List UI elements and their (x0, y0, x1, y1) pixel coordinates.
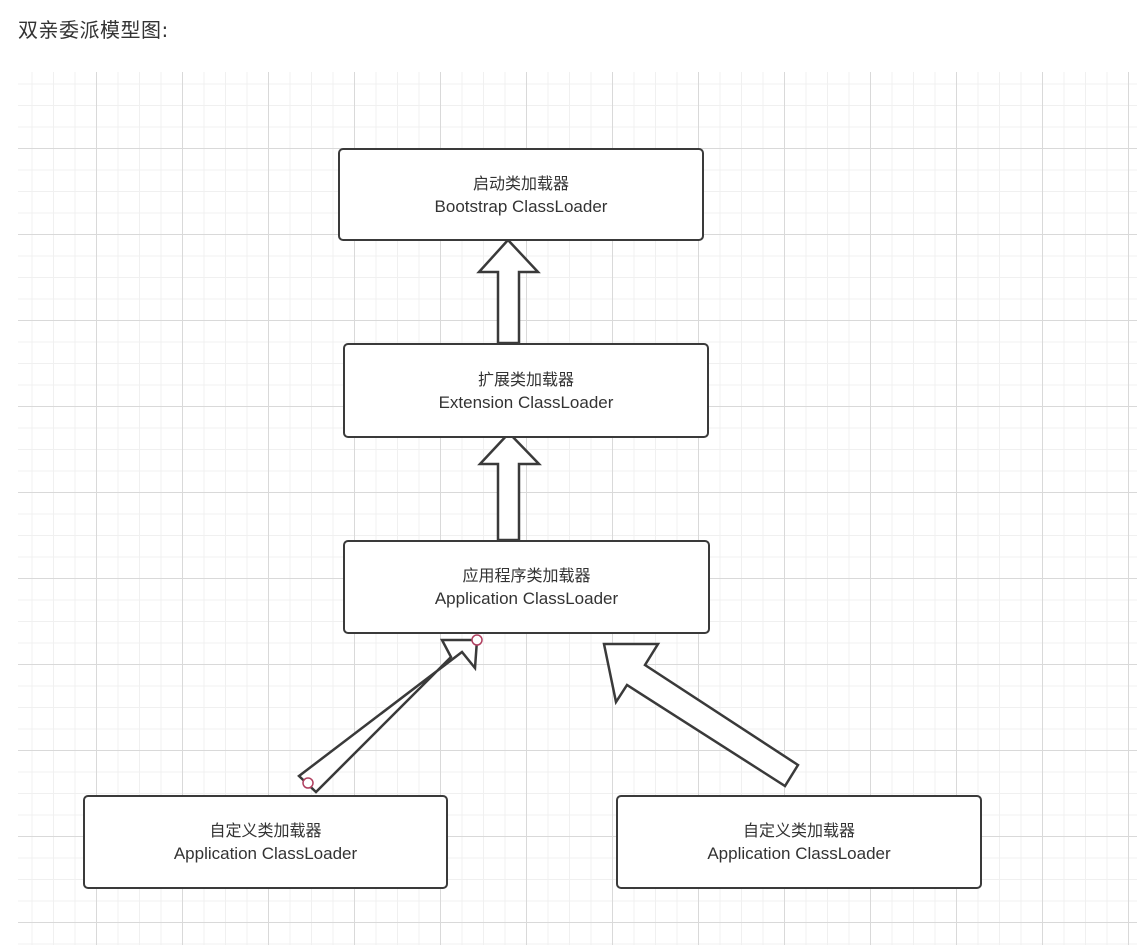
node-cn-label: 扩展类加载器 (477, 369, 574, 389)
node-en-label: Bootstrap ClassLoader (434, 196, 608, 216)
node-cn-label: 自定义类加载器 (742, 821, 855, 840)
node-en-label: Application ClassLoader (434, 589, 619, 608)
node-en-label: Extension ClassLoader (438, 392, 614, 412)
bootstrap-classloader-node[interactable]: 启动类加载器 Bootstrap ClassLoader (338, 148, 704, 241)
extension-classloader-node[interactable]: 扩展类加载器 Extension ClassLoader (343, 343, 709, 438)
page-heading: 双亲委派模型图: (18, 18, 169, 42)
connector-handle-end[interactable] (471, 634, 483, 646)
arrow-custom-left-to-application (297, 638, 479, 794)
arrow-application-to-extension (477, 431, 542, 542)
arrow-extension-to-bootstrap (476, 238, 541, 345)
custom-classloader-right-node[interactable]: 自定义类加载器 Application ClassLoader (616, 795, 982, 889)
node-cn-label: 启动类加载器 (472, 173, 569, 193)
application-classloader-node[interactable]: 应用程序类加载器 Application ClassLoader (343, 540, 710, 634)
custom-classloader-left-node[interactable]: 自定义类加载器 Application ClassLoader (83, 795, 448, 889)
node-cn-label: 自定义类加载器 (209, 821, 322, 840)
arrow-custom-right-to-application (602, 642, 800, 788)
node-cn-label: 应用程序类加载器 (462, 566, 591, 585)
connector-handle-start[interactable] (302, 777, 314, 789)
node-en-label: Application ClassLoader (707, 844, 891, 863)
node-en-label: Application ClassLoader (173, 844, 358, 863)
